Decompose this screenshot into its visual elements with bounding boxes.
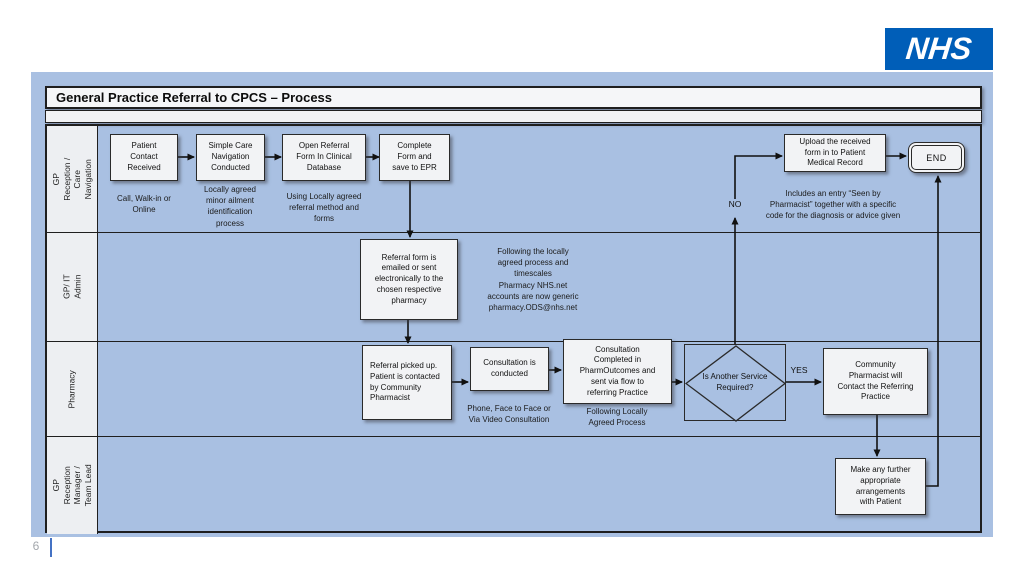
note-using-locally-agreed: Using Locally agreed referral method and…	[286, 192, 362, 224]
node-patient-contact: Patient Contact Received	[110, 134, 178, 181]
node-upload-form: Upload the received form in to Patient M…	[784, 134, 886, 172]
node-open-referral-form: Open Referral Form In Clinical Database	[282, 134, 366, 181]
node-consultation-conducted: Consultation is conducted	[470, 347, 549, 391]
note-following-locally-agreed-process: Following Locally Agreed Process	[586, 407, 648, 428]
node-referral-emailed: Referral form is emailed or sent electro…	[360, 239, 458, 320]
node-community-pharmacist-contact: Community Pharmacist will Contact the Re…	[823, 348, 928, 415]
node-end: END	[908, 142, 965, 173]
note-phone-face-to-face: Phone, Face to Face or Via Video Consult…	[467, 404, 551, 425]
diagram-title: General Practice Referral to CPCS – Proc…	[56, 90, 333, 105]
lane-label: GP Reception / Care Navigation	[50, 157, 93, 201]
diagram-title-bar: General Practice Referral to CPCS – Proc…	[45, 86, 982, 109]
lane-gp-reception-manager: GP Reception Manager / Team Lead	[47, 437, 980, 534]
lane-label: Pharmacy	[66, 369, 77, 409]
footer-divider	[50, 538, 52, 557]
page-number: 6	[32, 539, 40, 553]
note-locally-agreed-minor-ailment: Locally agreed minor ailment identificat…	[203, 185, 257, 228]
lane-label: GP/ IT Admin	[61, 274, 82, 300]
lane-gp-it-admin: GP/ IT Admin	[47, 233, 980, 342]
nhs-logo-text: NHS	[904, 31, 974, 66]
note-following-locally-agreed-timescales: Following the locally agreed process and…	[487, 247, 579, 312]
lane-label-cell: Pharmacy	[47, 342, 98, 436]
note-includes-entry-seen-by-pharmacist: Includes an entry “Seen by Pharmacist” t…	[765, 189, 901, 221]
header-spacer-row	[45, 110, 982, 123]
node-complete-form-save-epr: Complete Form and save to EPR	[379, 134, 450, 181]
lane-label: GP Reception Manager / Team Lead	[50, 464, 93, 507]
swimlane-table: GP Reception / Care Navigation GP/ IT Ad…	[45, 124, 982, 534]
lane-label-cell: GP Reception / Care Navigation	[47, 126, 98, 232]
edge-label-no: NO	[722, 199, 748, 209]
node-further-arrangements: Make any further appropriate arrangement…	[835, 458, 926, 515]
node-referral-picked-up: Referral picked up. Patient is contacted…	[362, 345, 452, 420]
node-end-label: END	[911, 145, 962, 170]
note-call-walkin-online: Call, Walk-in or Online	[117, 194, 171, 215]
decision-another-service: Is Another Service Required?	[684, 344, 787, 422]
edge-label-yes: YES	[790, 365, 808, 375]
lane-label-cell: GP/ IT Admin	[47, 233, 98, 341]
lane-label-cell: GP Reception Manager / Team Lead	[47, 437, 98, 534]
lane-pharmacy: Pharmacy	[47, 342, 980, 437]
lane-gp-reception: GP Reception / Care Navigation	[47, 126, 980, 233]
nhs-logo: NHS	[885, 28, 993, 70]
decision-diamond-shape	[685, 345, 787, 422]
node-simple-care-navigation: Simple Care Navigation Conducted	[196, 134, 265, 181]
node-consultation-completed: Consultation Completed in PharmOutcomes …	[563, 339, 672, 404]
decision-label: Is Another Service Required?	[702, 371, 768, 392]
